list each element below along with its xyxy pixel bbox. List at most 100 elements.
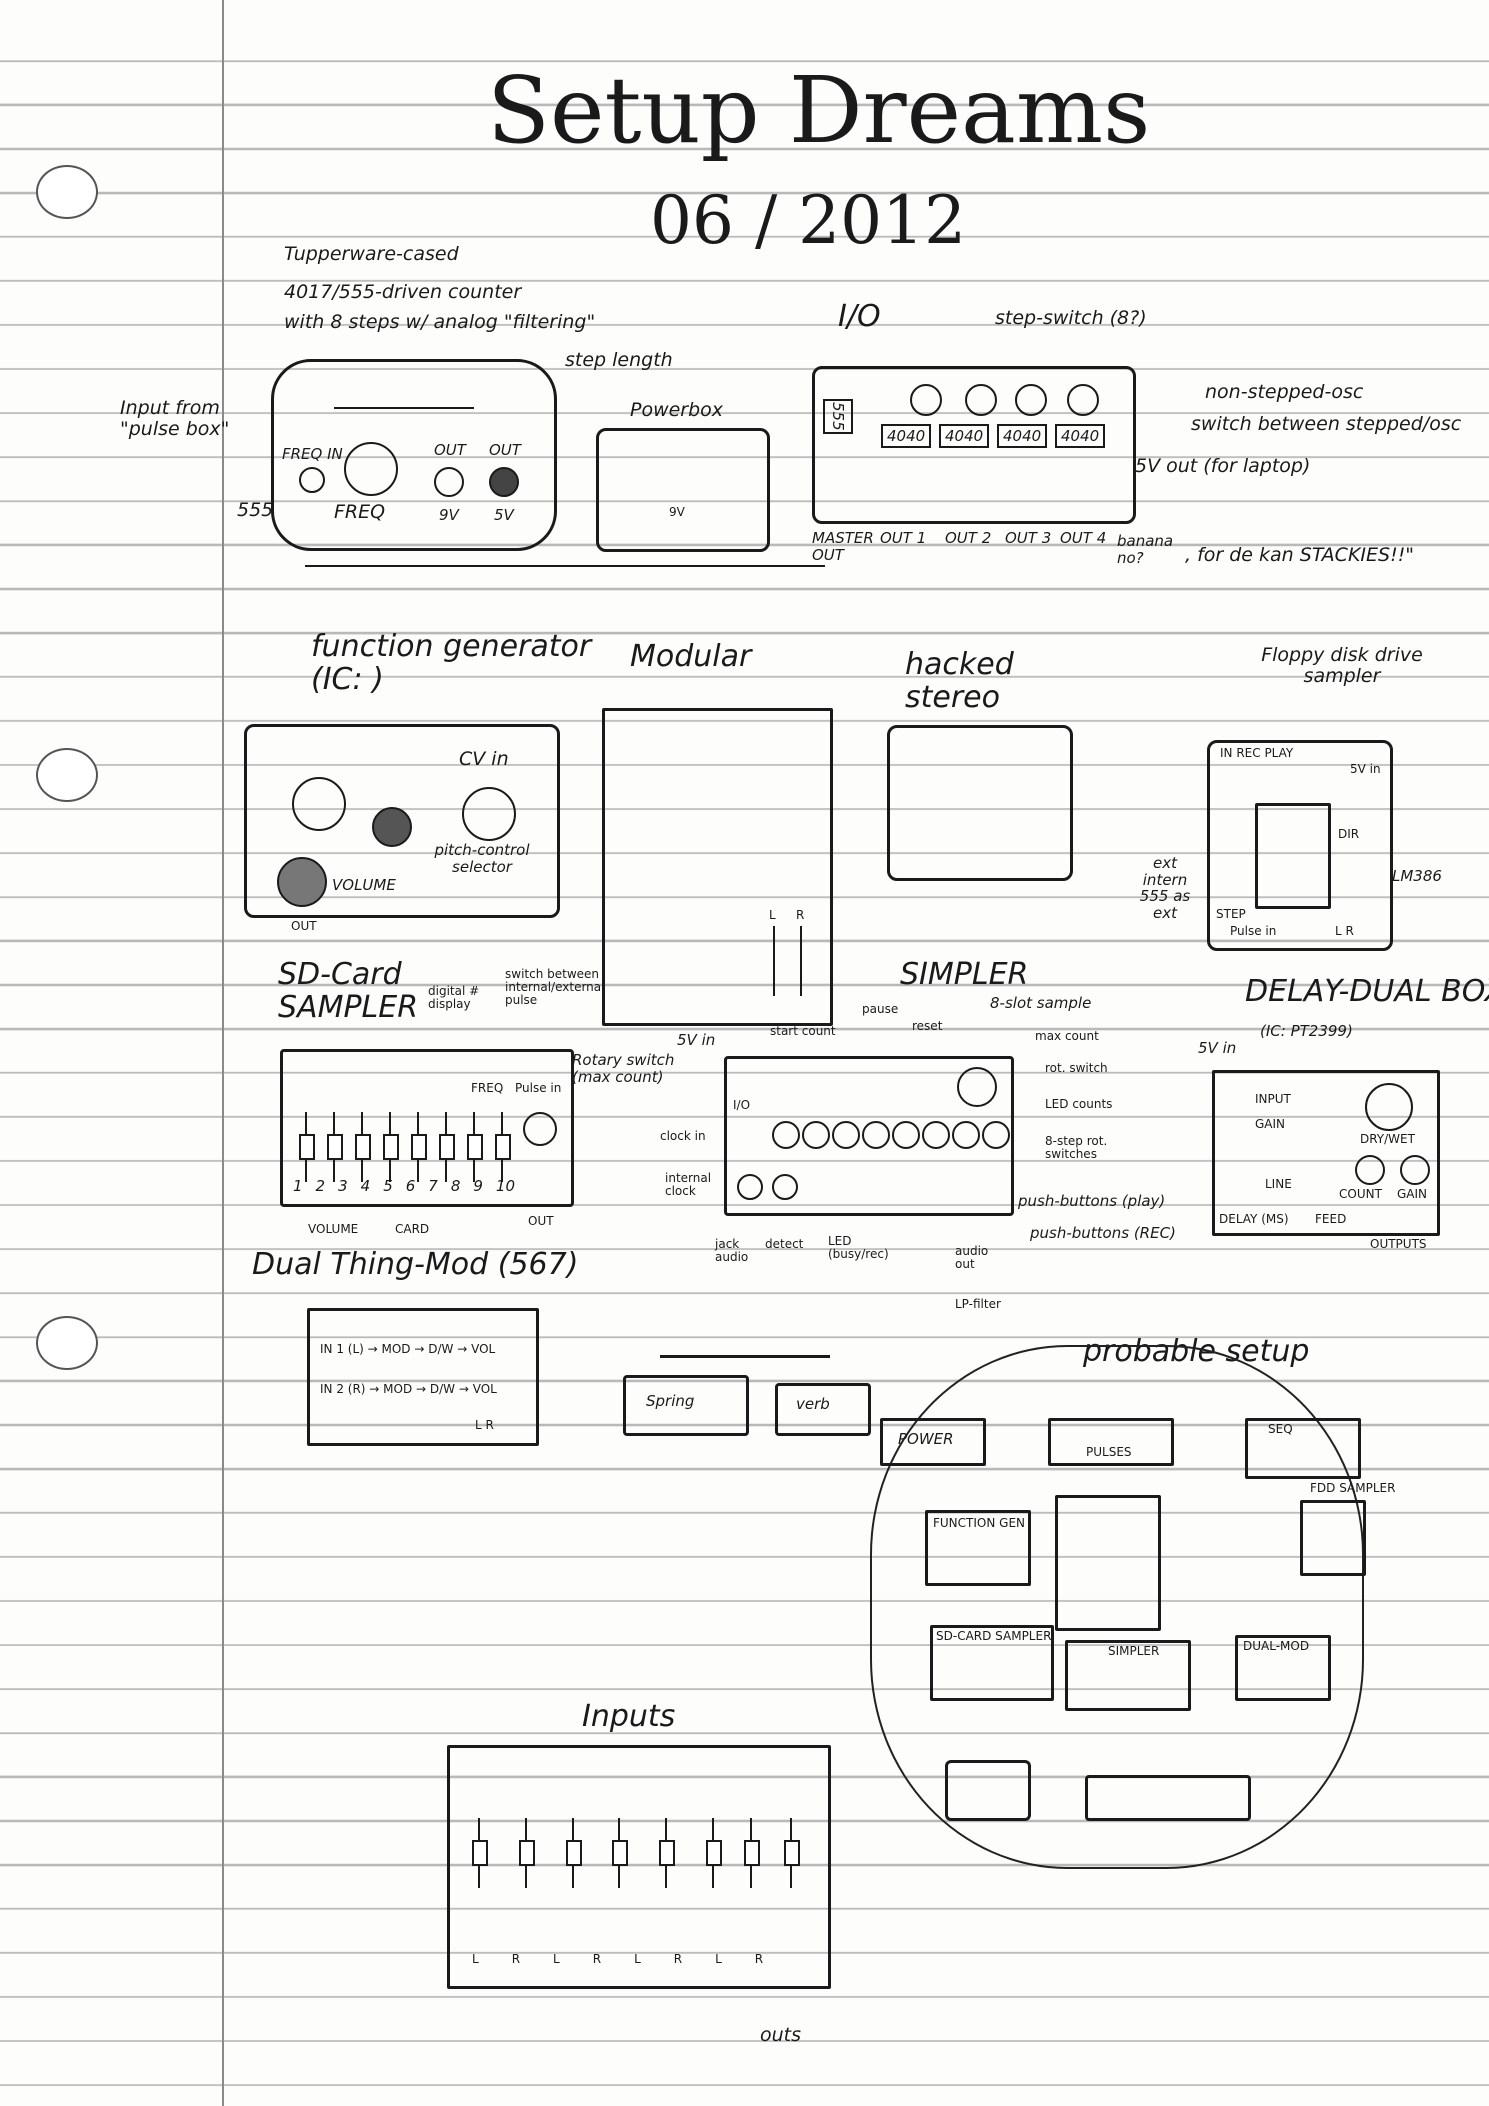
spring-box: Spring — [623, 1375, 749, 1436]
setup-modular — [1055, 1495, 1161, 1631]
channel-label: L — [634, 1952, 641, 1966]
io-label: I/O — [838, 299, 881, 334]
channel-label: R — [511, 1952, 521, 1966]
out-label: OUT — [291, 919, 317, 933]
max-count-switch — [957, 1067, 997, 1107]
dry-wet-knob — [1365, 1083, 1413, 1131]
ic-label: 555 — [237, 499, 274, 521]
master-out-label: MASTER OUT — [812, 529, 874, 564]
sd-sampler-box: FREQ Pulse in 1 2 3 4 5 6 7 8 9 10 — [280, 1049, 574, 1207]
switch-pulse-label: switch between internal/external pulse — [505, 967, 605, 1008]
out-jack — [434, 467, 464, 497]
channel-labels: L R L R L R L R — [472, 1952, 764, 1966]
out-jack — [489, 467, 519, 497]
audio-out-label: audio out — [955, 1244, 989, 1272]
switch-between-label: switch between stepped/osc — [1191, 413, 1462, 435]
volume-label: VOLUME — [308, 1222, 359, 1236]
push-rec-label: push-buttons (REC) — [1030, 1224, 1176, 1242]
input-label: INPUT — [1255, 1092, 1291, 1106]
out-1-label: OUT 1 — [880, 529, 927, 547]
verb-label: verb — [796, 1395, 830, 1413]
slot-number: 7 — [428, 1177, 438, 1195]
pulse-in-label: Pulse in — [515, 1081, 562, 1095]
lr-label: L R — [475, 1418, 494, 1432]
power-label: POWER — [898, 1430, 954, 1448]
pulses-label: PULSES — [1086, 1445, 1132, 1459]
slot-number: 5 — [383, 1177, 393, 1195]
feed-label: FEED — [1315, 1212, 1347, 1226]
step-switch-label: step-switch (8?) — [995, 307, 1147, 329]
lm386-label: LM386 — [1392, 867, 1442, 885]
internal-clock-label: internal clock — [665, 1171, 712, 1199]
punch-hole — [36, 748, 98, 802]
line-label: LINE — [1265, 1177, 1292, 1191]
setup-power: POWER — [880, 1418, 986, 1466]
max-count-label: max count — [1035, 1029, 1099, 1043]
dual-mod-label: DUAL-MOD — [1243, 1639, 1310, 1653]
jack-audio-label: jack audio — [715, 1237, 749, 1265]
slot-number: 9 — [473, 1177, 483, 1195]
inputs-box: L R L R L R L R — [447, 1745, 831, 1989]
setup-spring — [1085, 1775, 1251, 1821]
delay-box: INPUT GAIN DRY/WET LINE COUNT GAIN DELAY… — [1212, 1070, 1440, 1236]
outs-label: outs — [760, 2024, 802, 2046]
page-date: 06 / 2012 — [650, 182, 967, 259]
delay-ic-label: (IC: PT2399) — [1260, 1022, 1353, 1040]
out-label: OUT — [528, 1214, 554, 1228]
modular-box: L R — [602, 708, 833, 1026]
modular-l-label: L — [769, 908, 776, 922]
channel-label: L — [472, 1952, 479, 1966]
counter-desc: with 8 steps w/ analog "filtering" — [284, 311, 596, 333]
outputs-label: OUTPUTS — [1370, 1237, 1427, 1251]
stackies-note: , for de kan STACKIES!!" — [1185, 544, 1415, 566]
spring-label: Spring — [646, 1392, 695, 1410]
floppy-rec-play-label: IN REC PLAY — [1220, 746, 1294, 760]
count-label: COUNT — [1339, 1187, 1382, 1201]
cv-in-label: CV in — [459, 748, 509, 770]
out-5v-label: 5V — [494, 506, 514, 524]
start-count-label: start count — [770, 1024, 836, 1038]
simpler-label: SIMPLER — [1108, 1644, 1160, 1658]
margin-line — [222, 0, 224, 2106]
channel-label: R — [754, 1952, 764, 1966]
floppy-step-label: STEP — [1216, 907, 1246, 921]
punch-hole — [36, 165, 98, 219]
setup-dual-mod: DUAL-MOD — [1235, 1635, 1331, 1701]
hacked-stereo-title: hacked stereo — [905, 647, 1014, 715]
setup-seq: SEQ — [1245, 1418, 1361, 1479]
function-generator-title: function generator (IC: ) — [311, 629, 592, 697]
5v-in-label: 5V in — [677, 1031, 716, 1049]
verb-box: verb — [775, 1383, 871, 1436]
reset-label: reset — [912, 1019, 943, 1033]
slot-number: 3 — [338, 1177, 348, 1195]
floppy-box: IN REC PLAY 5V in DIR STEP Pulse in L R — [1207, 740, 1393, 951]
clock-in-label: clock in — [660, 1129, 706, 1143]
floppy-ext-label: ext intern 555 as ext — [1139, 854, 1191, 922]
fdd-label: FDD SAMPLER — [1310, 1481, 1396, 1495]
powerbox-volt-label: 9V — [669, 505, 685, 519]
floppy-dir-label: DIR — [1338, 827, 1360, 841]
spring-coil — [660, 1355, 830, 1358]
setup-fdd — [1300, 1500, 1366, 1576]
slot-number: 2 — [315, 1177, 326, 1195]
card-label: CARD — [395, 1222, 430, 1236]
freq-knob — [344, 442, 398, 496]
freq-in-jack — [299, 467, 325, 493]
freq-label: FREQ — [334, 501, 386, 523]
5v-in-label: 5V in — [1198, 1039, 1237, 1057]
dry-wet-label: DRY/WET — [1360, 1132, 1415, 1146]
powerbox-label: Powerbox — [630, 399, 724, 421]
gain-label: GAIN — [1255, 1117, 1286, 1131]
modular-r-label: R — [796, 908, 805, 922]
inputs-title: Inputs — [582, 1699, 676, 1734]
chip-4040: 4040 — [939, 424, 990, 448]
non-stepped-label: non-stepped-osc — [1205, 381, 1364, 403]
rotary-switch — [523, 1112, 557, 1146]
delay-title: DELAY-DUAL BOX — [1245, 974, 1489, 1009]
slot-number: 6 — [405, 1177, 416, 1195]
slot-number: 1 — [293, 1177, 303, 1195]
out-9v-label: 9V — [439, 506, 459, 524]
hacked-stereo-box — [887, 725, 1073, 881]
setup-simpler: SIMPLER — [1065, 1640, 1191, 1711]
push-play-label: push-buttons (play) — [1018, 1192, 1166, 1210]
